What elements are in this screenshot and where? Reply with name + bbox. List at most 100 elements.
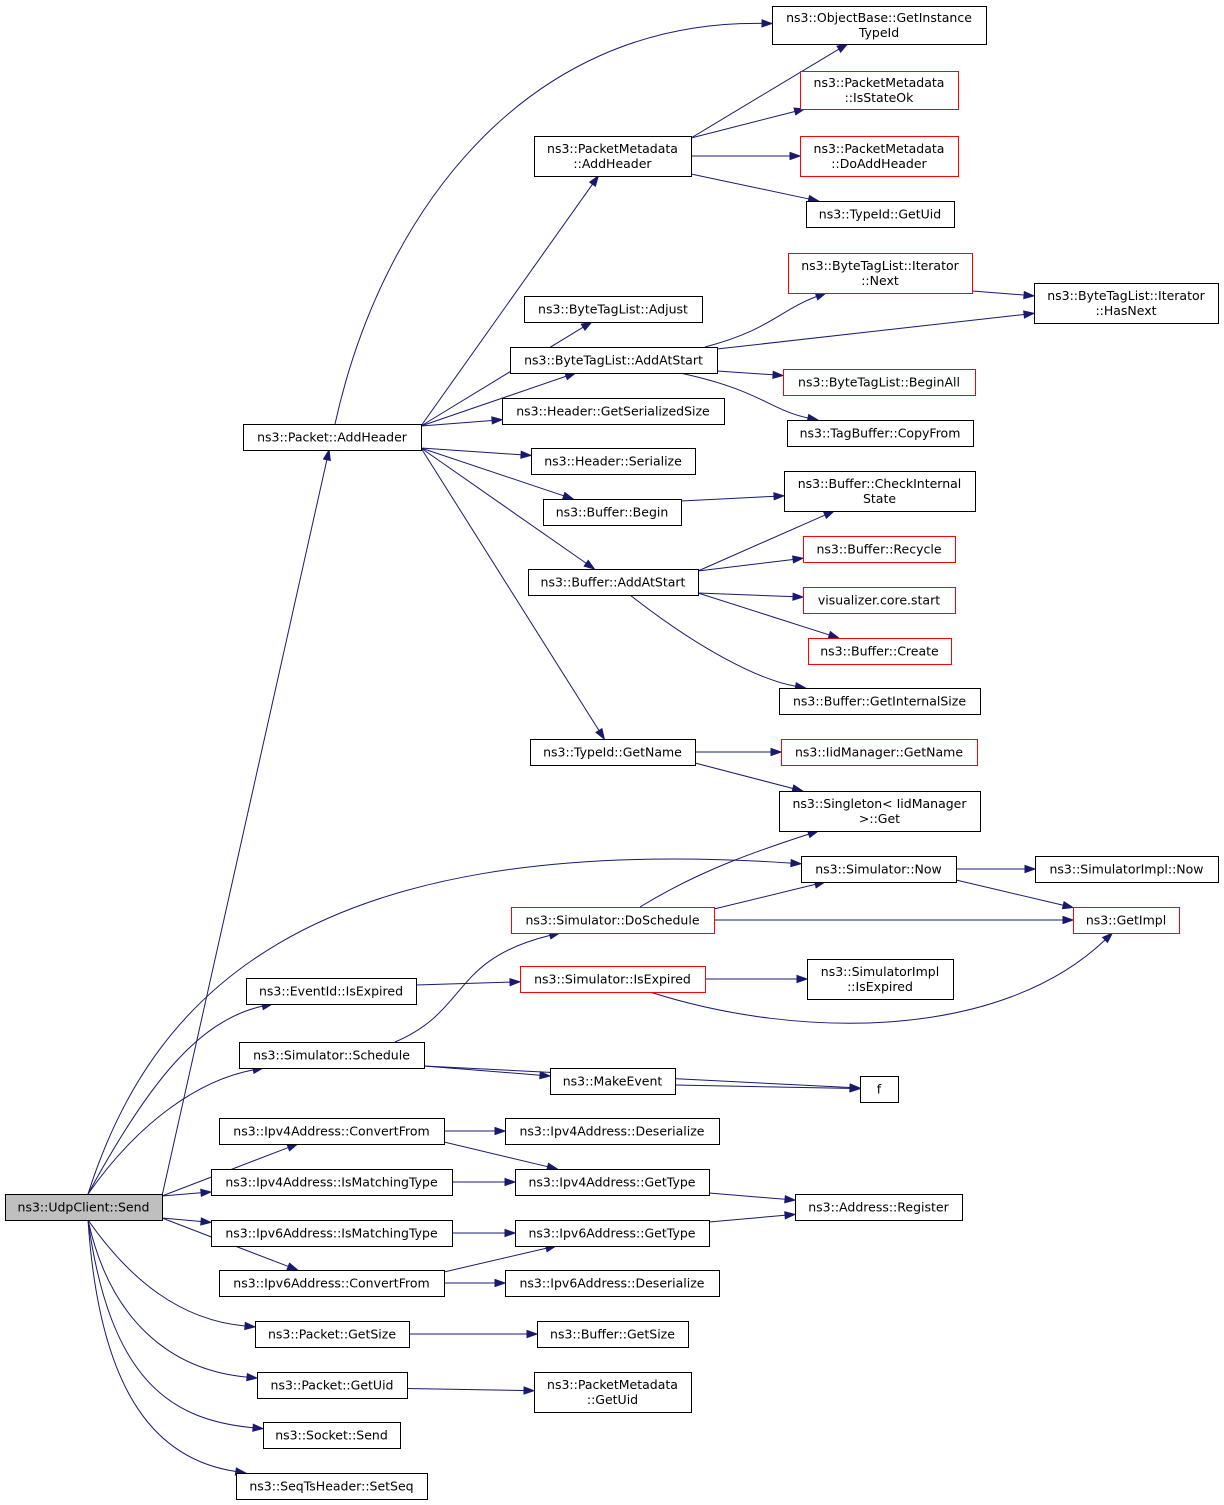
edge-udpclient_send-to-seqtsheader_setseq xyxy=(87,1219,248,1476)
node-box xyxy=(801,856,957,883)
edge-packetmetadata_addheader-to-packetmetadata_isstateok xyxy=(690,107,807,139)
edge-udpclient_send-to-socket_send xyxy=(87,1219,265,1432)
node-box xyxy=(803,587,956,614)
node-header-serialize[interactable]: ns3::Header::Serialize xyxy=(531,448,696,475)
node-box xyxy=(1035,856,1219,883)
edge-ipv6address_convertfrom-to-ipv6address_deserialize xyxy=(444,1278,507,1288)
node-buffer-addatstart[interactable]: ns3::Buffer::AddAtStart xyxy=(528,569,699,596)
node-bytetaglist-addatstart[interactable]: ns3::ByteTagList::AddAtStart xyxy=(510,347,718,374)
node-buffer-getinternalsize[interactable]: ns3::Buffer::GetInternalSize xyxy=(779,688,981,715)
edge-ipv6address_convertfrom-to-ipv6address_gettype xyxy=(443,1244,558,1273)
node-packetmetadata-addheader[interactable]: ns3::PacketMetadata::AddHeader xyxy=(534,136,692,177)
node-box xyxy=(524,296,703,323)
node-ipv6address-convertfrom[interactable]: ns3::Ipv6Address::ConvertFrom xyxy=(219,1270,445,1297)
node-f[interactable]: f xyxy=(860,1076,899,1103)
node-ipv4address-gettype[interactable]: ns3::Ipv4Address::GetType xyxy=(515,1169,710,1196)
node-box xyxy=(211,1169,453,1196)
edge-packet_getsize-to-buffer_getsize xyxy=(409,1329,539,1339)
node-simulator-schedule[interactable]: ns3::Simulator::Schedule xyxy=(239,1042,425,1069)
node-buffer-getsize[interactable]: ns3::Buffer::GetSize xyxy=(537,1321,689,1348)
edge-packetmetadata_addheader-to-objectbase_getinstancetypeid xyxy=(690,43,849,139)
node-singleton-get[interactable]: ns3::Singleton< IidManager>::Get xyxy=(779,791,981,832)
node-visualizer-core-start[interactable]: visualizer.core.start xyxy=(803,587,956,614)
node-simulator-now[interactable]: ns3::Simulator::Now xyxy=(801,856,957,883)
node-udpclient-send[interactable]: ns3::UdpClient::Send xyxy=(5,1194,163,1221)
node-header-getserializedsize[interactable]: ns3::Header::GetSerializedSize xyxy=(502,398,725,425)
node-box xyxy=(502,398,725,425)
node-simulator-isexpired[interactable]: ns3::Simulator::IsExpired xyxy=(520,966,706,993)
edge-ipv4address_ismatchingtype-to-ipv4address_gettype xyxy=(452,1177,517,1187)
node-label: ns3::ObjectBase::GetInstance xyxy=(786,10,972,25)
node-label: ns3::Ipv4Address::GetType xyxy=(529,1175,696,1190)
edge-simulator_doschedule-to-simulator_now xyxy=(713,880,827,910)
edge-typeid_getname-to-iidmanager_getname xyxy=(695,747,783,757)
nodes-layer: ns3::UdpClient::Send ns3::Packet::AddHead… xyxy=(5,6,1219,1500)
node-label: ns3::Header::Serialize xyxy=(544,454,682,469)
node-simulatorimpl-isexpired[interactable]: ns3::SimulatorImpl::IsExpired xyxy=(807,959,954,1000)
node-seqtsheader-setseq[interactable]: ns3::SeqTsHeader::SetSeq xyxy=(236,1473,428,1500)
node-bytetaglist-adjust[interactable]: ns3::ByteTagList::Adjust xyxy=(524,296,703,323)
node-box xyxy=(257,1372,408,1399)
node-address-register[interactable]: ns3::Address::Register xyxy=(795,1194,963,1221)
node-label: ns3::Buffer::AddAtStart xyxy=(541,575,686,590)
node-getimpl[interactable]: ns3::GetImpl xyxy=(1073,907,1180,934)
node-typeid-getuid[interactable]: ns3::TypeId::GetUid xyxy=(806,201,955,228)
node-label: ::HasNext xyxy=(1095,303,1156,318)
node-bytetaglist-iterator-next[interactable]: ns3::ByteTagList::Iterator::Next xyxy=(788,253,973,294)
node-label: ns3::UdpClient::Send xyxy=(18,1200,150,1215)
node-packet-getsize[interactable]: ns3::Packet::GetSize xyxy=(255,1321,410,1348)
edge-buffer_begin-to-buffer_checkinternalstate xyxy=(680,492,786,502)
node-label: State xyxy=(863,491,896,506)
node-box xyxy=(243,424,422,451)
node-buffer-recycle[interactable]: ns3::Buffer::Recycle xyxy=(803,536,956,563)
edge-buffer_addatstart-to-buffer_getinternalsize xyxy=(629,594,808,691)
node-label: ::Next xyxy=(861,273,899,288)
node-makeevent[interactable]: ns3::MakeEvent xyxy=(550,1068,676,1095)
edge-ipv4address_convertfrom-to-ipv4address_gettype xyxy=(443,1141,559,1171)
node-bytetaglist-iterator-hasnext[interactable]: ns3::ByteTagList::Iterator::HasNext xyxy=(1034,283,1219,324)
edge-ipv4address_gettype-to-address_register xyxy=(708,1192,797,1204)
node-ipv6address-ismatchingtype[interactable]: ns3::Ipv6Address::IsMatchingType xyxy=(211,1220,453,1247)
node-label: ns3::ByteTagList::BeginAll xyxy=(798,375,960,390)
node-packet-addheader[interactable]: ns3::Packet::AddHeader xyxy=(243,424,422,451)
node-simulatorimpl-now[interactable]: ns3::SimulatorImpl::Now xyxy=(1035,856,1219,883)
node-label: >::Get xyxy=(859,811,900,826)
node-tagbuffer-copyfrom[interactable]: ns3::TagBuffer::CopyFrom xyxy=(787,420,974,447)
node-bytetaglist-beginall[interactable]: ns3::ByteTagList::BeginAll xyxy=(783,369,976,396)
edge-packet_addheader-to-header_getserializedsize xyxy=(420,416,504,427)
node-iidmanager-getname[interactable]: ns3::IidManager::GetName xyxy=(781,739,978,766)
node-label: ns3::Buffer::GetSize xyxy=(550,1327,675,1342)
node-label: ns3::Singleton< IidManager xyxy=(792,796,967,811)
node-label: ns3::Buffer::Begin xyxy=(556,505,669,520)
node-buffer-create[interactable]: ns3::Buffer::Create xyxy=(808,638,952,665)
edge-bytetaglist_addatstart-to-bytetaglist_beginall xyxy=(716,370,785,379)
edge-eventid_isexpired-to-simulator_isexpired xyxy=(415,977,522,987)
node-packetmetadata-doaddheader[interactable]: ns3::PacketMetadata::DoAddHeader xyxy=(800,136,959,177)
node-box xyxy=(239,1042,425,1069)
node-label: ns3::ByteTagList::Iterator xyxy=(1047,288,1205,303)
node-simulator-doschedule[interactable]: ns3::Simulator::DoSchedule xyxy=(511,907,715,934)
node-packetmetadata-isstateok[interactable]: ns3::PacketMetadata::IsStateOk xyxy=(800,71,959,110)
edge-ipv6address_gettype-to-address_register xyxy=(708,1211,797,1223)
node-socket-send[interactable]: ns3::Socket::Send xyxy=(263,1422,401,1449)
node-buffer-begin[interactable]: ns3::Buffer::Begin xyxy=(543,499,682,526)
node-box xyxy=(534,1372,692,1413)
node-ipv6address-gettype[interactable]: ns3::Ipv6Address::GetType xyxy=(515,1220,710,1247)
edge-simulator_doschedule-to-singleton_get xyxy=(639,830,820,908)
node-packet-getuid[interactable]: ns3::Packet::GetUid xyxy=(257,1372,408,1399)
node-ipv4address-ismatchingtype[interactable]: ns3::Ipv4Address::IsMatchingType xyxy=(211,1169,453,1196)
node-box xyxy=(510,347,718,374)
node-typeid-getname[interactable]: ns3::TypeId::GetName xyxy=(530,739,696,766)
edge-udpclient_send-to-ipv6address_ismatchingtype xyxy=(161,1217,213,1226)
node-packetmetadata-getuid[interactable]: ns3::PacketMetadata::GetUid xyxy=(534,1372,692,1413)
node-label: ns3::TypeId::GetName xyxy=(543,745,682,760)
node-eventid-isexpired[interactable]: ns3::EventId::IsExpired xyxy=(246,978,417,1005)
node-ipv4address-deserialize[interactable]: ns3::Ipv4Address::Deserialize xyxy=(505,1118,720,1145)
edge-udpclient_send-to-packet_getsize xyxy=(87,1219,257,1331)
node-ipv6address-deserialize[interactable]: ns3::Ipv6Address::Deserialize xyxy=(505,1270,720,1297)
node-box xyxy=(528,569,699,596)
node-ipv4address-convertfrom[interactable]: ns3::Ipv4Address::ConvertFrom xyxy=(219,1118,445,1145)
